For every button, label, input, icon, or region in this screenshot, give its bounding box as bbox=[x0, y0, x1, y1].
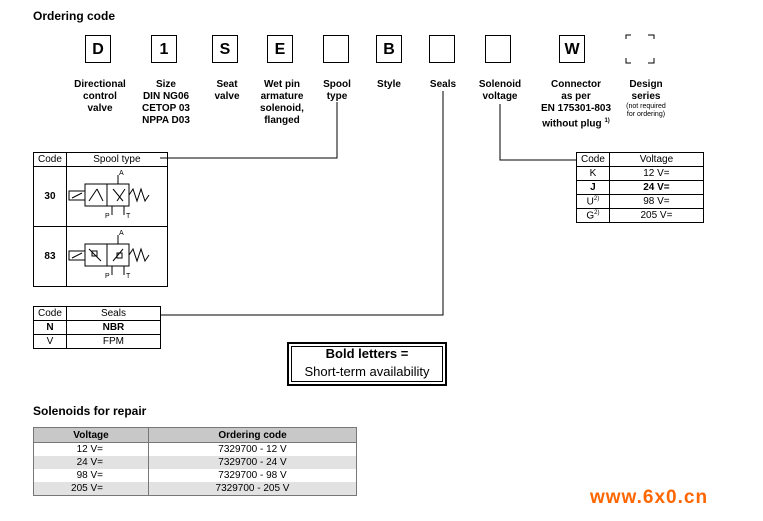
legend-text: Short-term availability bbox=[304, 364, 430, 379]
port-label-a: A bbox=[119, 230, 124, 237]
port-label-p: P bbox=[105, 273, 110, 280]
spool-header-type: Spool type bbox=[65, 152, 168, 167]
repair-row: 98 V=7329700 - 98 V bbox=[33, 469, 357, 482]
repair-row: 24 V=7329700 - 24 V bbox=[33, 456, 357, 469]
design-series-dashed-box bbox=[625, 34, 655, 64]
code-box-4: E bbox=[267, 35, 293, 63]
seals-header-seals: Seals bbox=[65, 306, 162, 321]
seals-connector-line bbox=[160, 91, 444, 316]
repair-table: Voltage Ordering code 12 V=7329700 - 12 … bbox=[33, 427, 357, 496]
code-box-7 bbox=[429, 35, 455, 63]
voltage-row: U2)98 V= bbox=[576, 194, 705, 209]
port-label-a: A bbox=[119, 170, 124, 177]
code-box-9: W bbox=[559, 35, 585, 63]
seals-header-code: Code bbox=[33, 306, 67, 321]
page-title: Ordering code bbox=[33, 9, 116, 23]
repair-title: Solenoids for repair bbox=[33, 404, 147, 418]
repair-row: 205 V=7329700 - 205 V bbox=[33, 482, 357, 496]
spool-connector-line bbox=[160, 102, 338, 159]
repair-row: 12 V=7329700 - 12 V bbox=[33, 442, 357, 456]
voltage-header-code: Code bbox=[576, 152, 610, 167]
spool-symbol-83: A P T bbox=[65, 226, 168, 287]
code-box-8 bbox=[485, 35, 511, 63]
repair-header-voltage: Voltage bbox=[33, 427, 149, 443]
watermark: www.6x0.cn bbox=[590, 487, 709, 508]
port-label-t: T bbox=[126, 213, 131, 220]
code-label-7: Seals bbox=[429, 79, 457, 90]
spool-code-83: 83 bbox=[33, 226, 67, 287]
legend-box: Bold letters = Short-term availability bbox=[287, 342, 447, 386]
repair-header-code: Ordering code bbox=[148, 427, 357, 443]
spool-symbol-30: A P T bbox=[65, 166, 168, 227]
code-box-5 bbox=[323, 35, 349, 63]
legend-bold-text: Bold letters = bbox=[325, 346, 409, 361]
voltage-connector-line bbox=[499, 104, 576, 161]
port-label-t: T bbox=[126, 273, 131, 280]
port-label-p: P bbox=[105, 213, 110, 220]
code-label-6: Style bbox=[377, 79, 401, 90]
code-box-3: S bbox=[212, 35, 238, 63]
code-box-6: B bbox=[376, 35, 402, 63]
spool-header-code: Code bbox=[33, 152, 67, 167]
voltage-header-voltage: Voltage bbox=[608, 152, 705, 167]
spool-code-30: 30 bbox=[33, 166, 67, 227]
spool-type-table: Code Spool type 30 bbox=[33, 152, 168, 287]
code-box-1: D bbox=[85, 35, 111, 63]
voltage-row: G2)205 V= bbox=[576, 208, 705, 223]
code-box-2: 1 bbox=[151, 35, 177, 63]
